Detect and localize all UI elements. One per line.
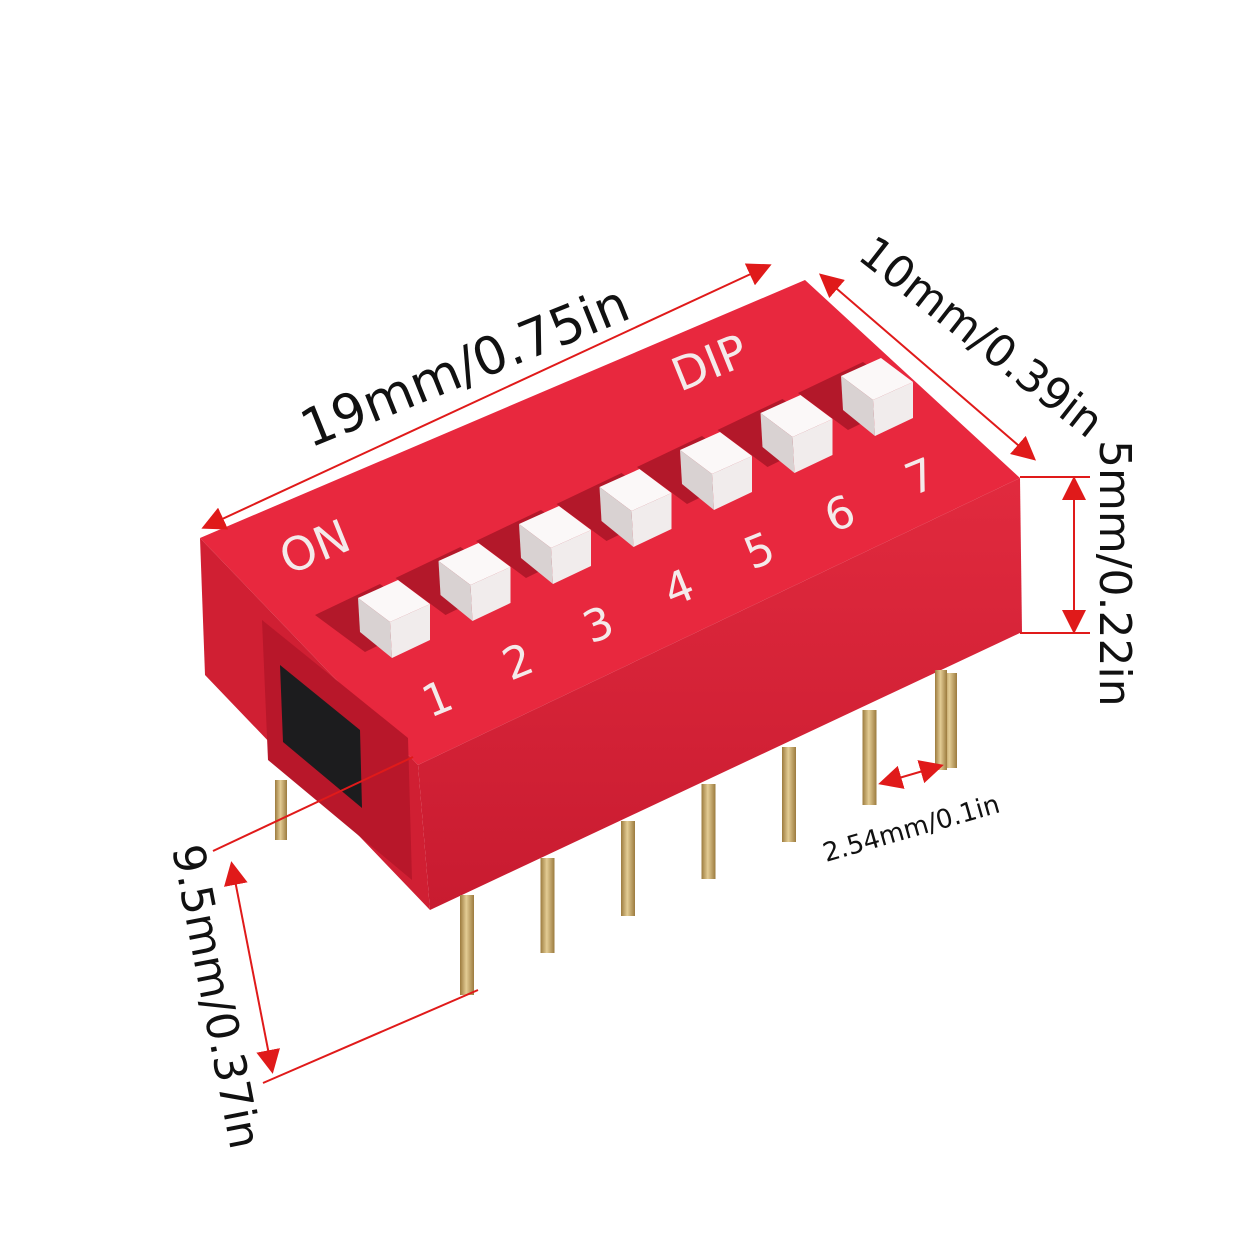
length-dimension-line <box>201 263 772 530</box>
switch-actuator-side <box>519 524 553 584</box>
front-pin <box>782 747 796 842</box>
pin-height-extension-bottom <box>262 989 479 1084</box>
body-height-label: 5mm/0.22in <box>1089 440 1140 707</box>
front-pin <box>460 895 474 995</box>
front-pin <box>540 858 555 953</box>
side-cavity-dark <box>280 665 362 808</box>
pin-height-label: 9.5mm/0.37in <box>161 840 270 1153</box>
back-pin <box>275 780 287 840</box>
width-dimension-line <box>818 273 1037 461</box>
switch-actuator-front <box>470 567 511 621</box>
pin-height-extension-top <box>212 756 414 852</box>
front-pin <box>621 821 635 916</box>
switch-actuator-front <box>551 530 591 584</box>
front-pin <box>862 710 877 805</box>
pin-row-back <box>275 780 287 840</box>
switch-actuator-side <box>438 561 473 621</box>
front-pin <box>701 784 716 879</box>
pin-row-front <box>460 670 957 995</box>
pin-height-dimension-line <box>224 861 280 1074</box>
pin-pitch-dimension-line <box>878 760 944 789</box>
switch-actuator-side <box>358 598 392 658</box>
switch-actuator-front <box>390 604 430 658</box>
switch-body-front <box>418 478 1022 910</box>
back-pin <box>935 670 947 770</box>
pin-pitch-label: 2.54mm/0.1in <box>820 790 1004 869</box>
